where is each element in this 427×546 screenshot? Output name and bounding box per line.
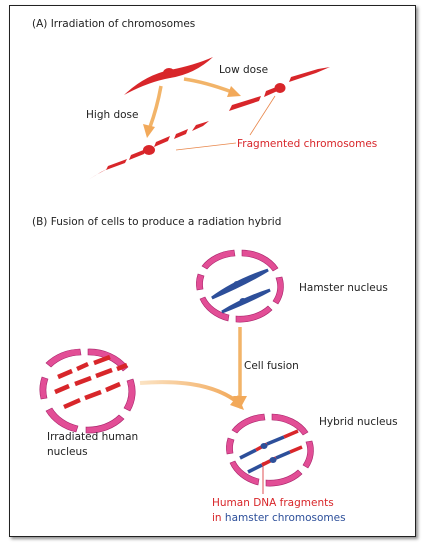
hybrid-nucleus <box>226 413 314 487</box>
irradiated-human-nucleus <box>39 348 136 434</box>
caption-line1: Human DNA fragments <box>212 497 334 509</box>
low-dose-arrow <box>183 77 241 97</box>
hamster-label: Hamster nucleus <box>299 282 388 294</box>
low-dose-chromosome <box>229 67 330 111</box>
low-dose-label: Low dose <box>219 64 268 76</box>
figure-frame <box>9 5 416 537</box>
high-dose-label: High dose <box>86 109 139 121</box>
irradiated-label-line2: nucleus <box>47 446 88 458</box>
high-dose-chromosome <box>88 121 209 180</box>
hamster-nucleus <box>196 249 284 323</box>
irradiated-label-line1: Irradiated human <box>47 431 138 443</box>
high-dose-arrow <box>143 85 163 138</box>
cell-fusion-label: Cell fusion <box>244 360 299 372</box>
hybrid-label: Hybrid nucleus <box>319 416 398 428</box>
caption-line2-in: in <box>212 512 222 524</box>
fusion-arrow-curved <box>139 380 244 410</box>
fragmented-pointers <box>175 95 276 151</box>
caption-line2: in hamster chromosomes <box>212 512 346 524</box>
panel-b-title: (B) Fusion of cells to produce a radiati… <box>32 216 281 228</box>
caption-line2-hamster: hamster chromosomes <box>225 512 346 524</box>
fragmented-label: Fragmented chromosomes <box>237 138 377 150</box>
intact-chromosome <box>124 57 213 95</box>
panel-a-title: (A) Irradiation of chromosomes <box>32 18 195 30</box>
